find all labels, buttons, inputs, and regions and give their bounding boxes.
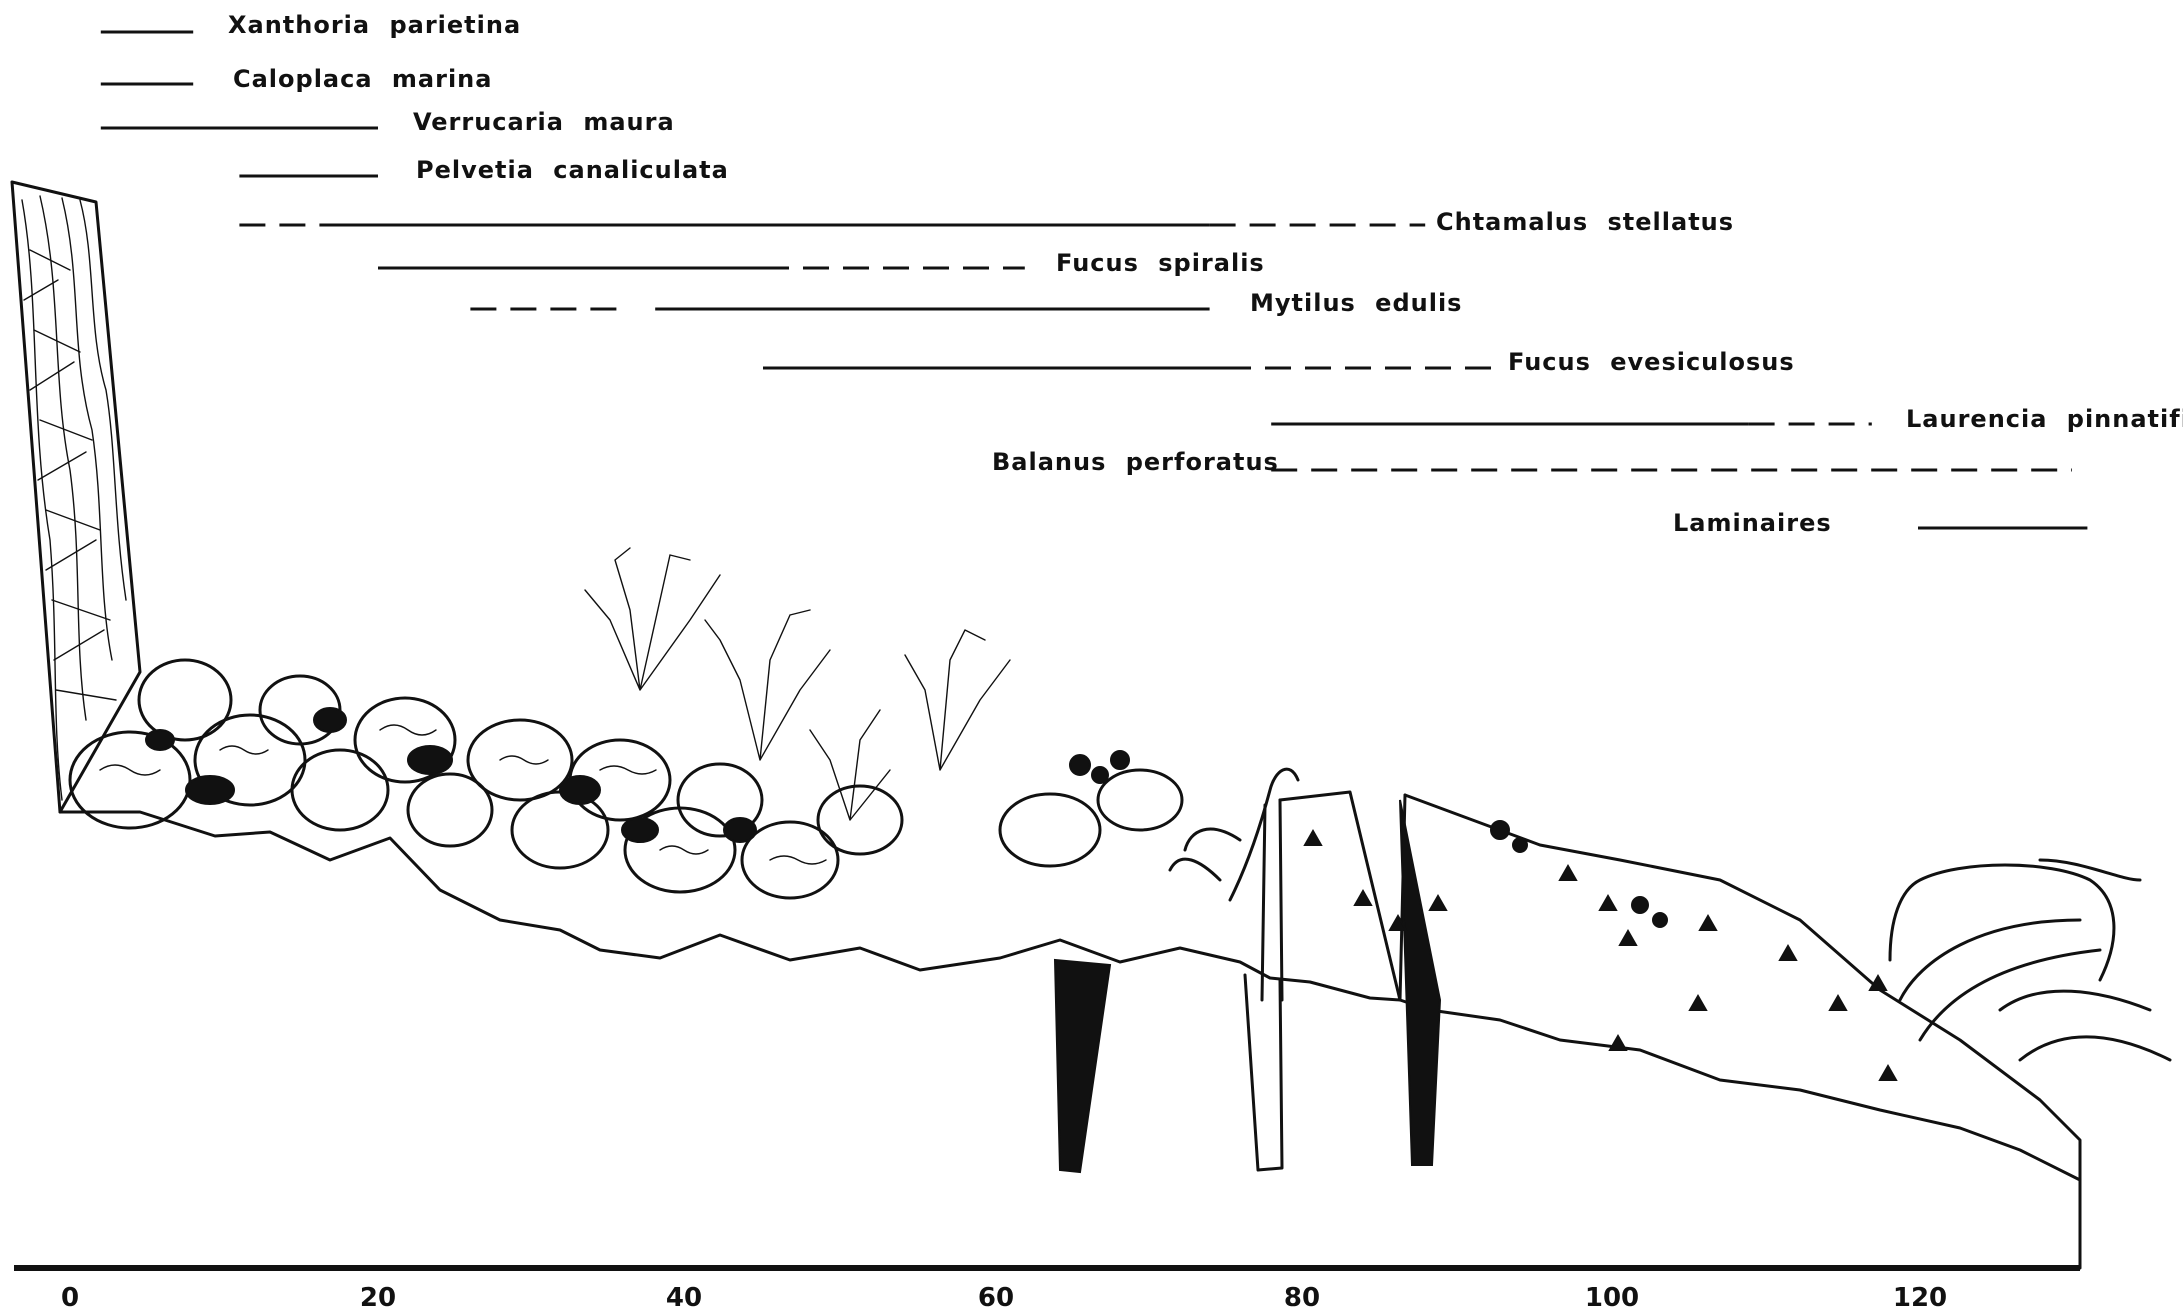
tick-label: 60 [978,1283,1014,1313]
label-chtamalus-stellatus: Chtamalus stellatus [1436,208,1734,236]
tick-label: 100 [1585,1283,1639,1313]
rock-fissures [1055,800,1440,1172]
distance-axis: 0 20 40 60 80 100 120 [14,1268,2080,1313]
label-xanthoria-parietina: Xanthoria parietina [228,11,521,39]
tick-label: 20 [360,1283,396,1313]
barnacles [1305,831,1896,1080]
label-fucus-evesiculosus: Fucus evesiculosus [1508,348,1795,376]
tick-label: 40 [666,1283,702,1313]
tick-label: 120 [1893,1283,1947,1313]
label-pelvetia-canaliculata: Pelvetia canaliculata [416,156,729,184]
label-fucus-spiralis: Fucus spiralis [1056,249,1265,277]
label-balanus-perforatus: Balanus perforatus [992,448,1279,476]
label-mytilus-edulis: Mytilus edulis [1250,289,1462,317]
boulders [70,660,1182,898]
label-laurencia-pinnatifida: Laurencia pinnatifida [1906,405,2183,433]
label-laminaires: Laminaires [1673,509,1832,537]
tick-label: 0 [61,1283,79,1313]
tick-label: 80 [1284,1283,1320,1313]
cliff-illustration [12,182,140,812]
label-caloplaca-marina: Caloplaca marina [233,65,492,93]
species-labels: Xanthoria parietina Caloplaca marina Ver… [228,11,2183,537]
label-verrucaria-maura: Verrucaria maura [413,108,675,136]
